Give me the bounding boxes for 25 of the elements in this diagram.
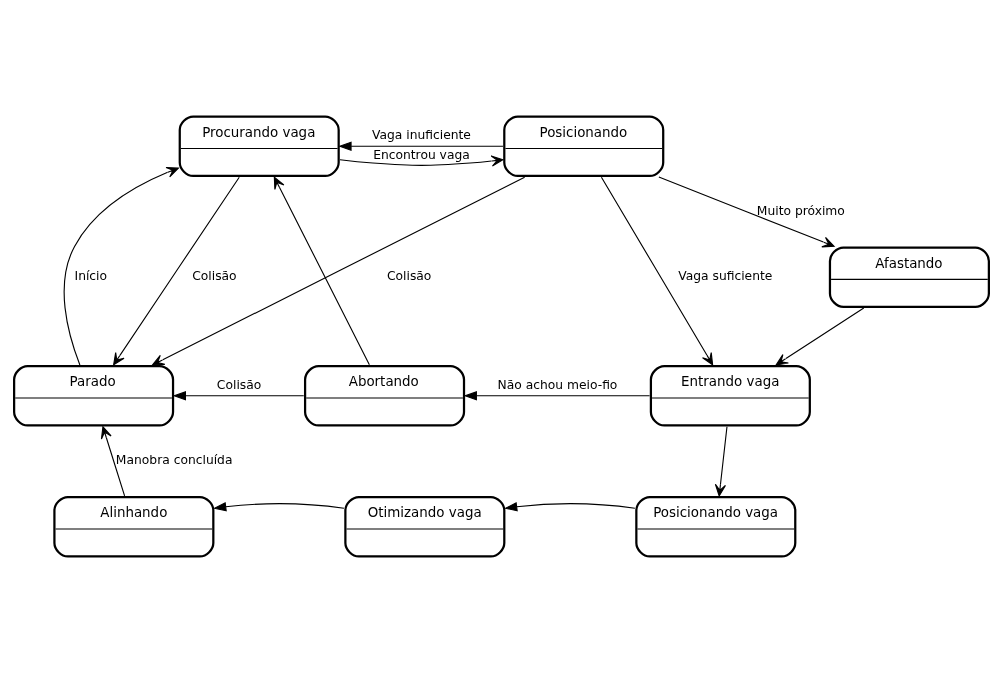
edge-label: Encontrou vaga bbox=[373, 148, 470, 163]
edge-label: Colisão bbox=[216, 377, 262, 392]
arrow bbox=[600, 176, 714, 366]
arrow bbox=[775, 307, 865, 366]
edge-label: Muito próximo bbox=[756, 203, 845, 218]
edge-label: Manobra concluída bbox=[115, 453, 233, 468]
arrow bbox=[503, 502, 636, 512]
edge-label: Vaga suficiente bbox=[678, 269, 773, 284]
arrow bbox=[212, 502, 345, 512]
arrow bbox=[172, 391, 305, 401]
arrow bbox=[338, 141, 504, 151]
arrow bbox=[463, 391, 651, 401]
arrow bbox=[339, 155, 504, 167]
edge-label: Vaga inuficiente bbox=[372, 128, 471, 143]
edge-label: Colisão bbox=[192, 269, 237, 284]
arrow bbox=[658, 176, 835, 248]
edge-label: Não achou meio-fio bbox=[497, 377, 618, 392]
arrow bbox=[100, 426, 126, 497]
arrow bbox=[152, 176, 526, 366]
arrow bbox=[113, 176, 240, 366]
arrow bbox=[714, 426, 728, 497]
arrow bbox=[273, 176, 370, 366]
arrow bbox=[63, 167, 179, 366]
edge-label: Início bbox=[74, 269, 108, 284]
edge-label: Colisão bbox=[386, 269, 432, 284]
